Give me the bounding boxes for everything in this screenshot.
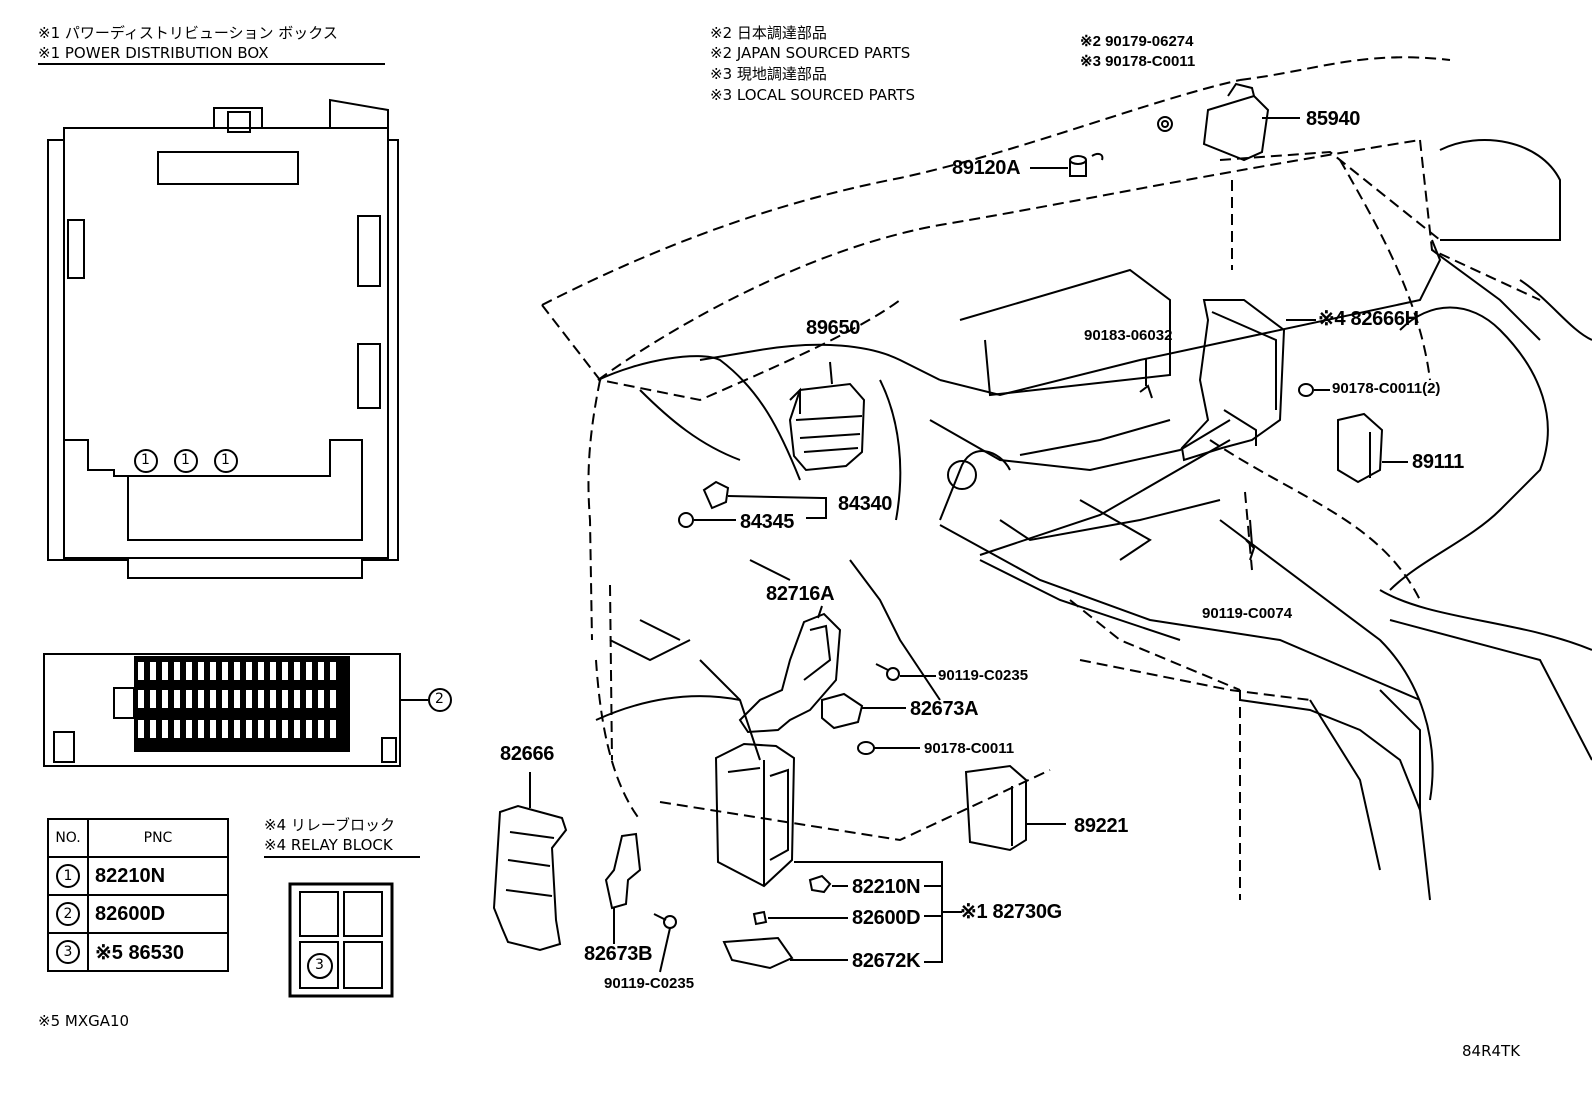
relay-block-title-jp: ※4 リレーブロック	[264, 816, 395, 834]
part-82666H-art	[1139, 299, 1330, 561]
part-label-82600D[interactable]: 82600D	[852, 907, 921, 929]
part-label-82672K[interactable]: 82672K	[852, 950, 921, 972]
note-local-jp: ※3 現地調達部品	[710, 65, 827, 83]
instrument-panel-outline	[541, 56, 1541, 900]
part-label-90119-c0074[interactable]: 90119-C0074	[1202, 605, 1293, 622]
pdb-title-en: ※1 POWER DISTRIBUTION BOX	[38, 44, 269, 62]
relay-block-title-en: ※4 RELAY BLOCK	[264, 836, 393, 854]
row-pnc[interactable]: ※5 86530	[87, 932, 229, 972]
part-82716A-art	[738, 605, 842, 734]
row-no: 2	[56, 902, 80, 926]
part-89221-art	[964, 764, 1066, 852]
col-no-header: NO.	[47, 818, 89, 858]
part-label-84340[interactable]: 84340	[838, 493, 893, 515]
table-row: 3 ※5 86530	[47, 932, 229, 972]
part-89650-art	[788, 361, 866, 472]
part-label-90183-06032[interactable]: 90183-06032	[1084, 327, 1173, 344]
table-row: 1 82210N	[47, 856, 229, 896]
part-89120A-art	[1030, 152, 1104, 177]
pdb-marker-1a: 1	[141, 452, 150, 468]
part-85940-art	[1157, 82, 1300, 162]
pdb-fuse-grid	[134, 656, 452, 752]
part-label-82673A[interactable]: 82673A	[910, 698, 979, 720]
pdb-marker-2: 2	[435, 691, 444, 707]
col-pnc-header: PNC	[87, 818, 229, 858]
part-label-82673B[interactable]: 82673B	[584, 943, 653, 965]
part-84340-art	[678, 480, 827, 528]
relay-marker: 3	[315, 957, 324, 973]
part-label-82666H[interactable]: ※4 82666H	[1318, 308, 1419, 330]
instrument-panel-body	[595, 139, 1592, 901]
part-label-82210N[interactable]: 82210N	[852, 876, 921, 898]
pdb-marker-1b: 1	[181, 452, 190, 468]
reference-code: 84R4TK	[1462, 1042, 1521, 1060]
part-label-90178-c0011-mid[interactable]: 90178-C0011	[924, 740, 1015, 757]
part-label-89111[interactable]: 89111	[1412, 451, 1464, 473]
part-82666-art	[492, 772, 568, 952]
pdb-title-jp: ※1 パワーディストリビューション ボックス	[38, 24, 338, 42]
note-japan-en: ※2 JAPAN SOURCED PARTS	[710, 44, 911, 62]
part-label-82666[interactable]: 82666	[500, 743, 555, 765]
part-label-90178-c0011-2[interactable]: 90178-C0011(2)	[1332, 380, 1441, 397]
part-89111-art	[1337, 412, 1408, 484]
pnc-table-header: NO. PNC	[47, 818, 229, 858]
footnote-5: ※5 MXGA10	[38, 1012, 130, 1030]
table-row: 2 82600D	[47, 894, 229, 934]
part-label-82730G[interactable]: ※1 82730G	[960, 901, 1062, 923]
relay-block	[264, 856, 420, 998]
note-japan-jp: ※2 日本調達部品	[710, 24, 827, 42]
part-label-89221[interactable]: 89221	[1074, 815, 1129, 837]
part-label-90119-c0235-upper[interactable]: 90119-C0235	[938, 667, 1029, 684]
row-no: 3	[56, 940, 80, 964]
part-label-90178-c0011-top[interactable]: ※3 90178-C0011	[1080, 53, 1196, 70]
pdb-fuse-markers	[134, 448, 242, 474]
screw-upper-art	[875, 663, 936, 681]
note-local-en: ※3 LOCAL SOURCED PARTS	[710, 86, 915, 104]
part-label-90179-06274[interactable]: ※2 90179-06274	[1080, 33, 1194, 50]
part-82730G-art	[714, 742, 962, 970]
part-label-84345[interactable]: 84345	[740, 511, 795, 533]
part-label-89120A[interactable]: 89120A	[952, 157, 1021, 179]
part-label-85940[interactable]: 85940	[1306, 108, 1361, 130]
pnc-table: NO. PNC 1 82210N 2 82600D 3 ※5 86530	[47, 818, 229, 972]
pdb-front-view	[47, 98, 399, 579]
part-label-90119-c0235-lower[interactable]: 90119-C0235	[604, 975, 695, 992]
row-pnc[interactable]: 82210N	[87, 856, 229, 896]
part-label-82716A[interactable]: 82716A	[766, 583, 835, 605]
row-no: 1	[56, 864, 80, 888]
pdb-marker-1c: 1	[221, 452, 230, 468]
row-pnc[interactable]: 82600D	[87, 894, 229, 934]
relay-marker-circle	[307, 953, 333, 979]
part-82673A-art	[821, 692, 920, 755]
part-82673B-art	[604, 832, 677, 973]
part-label-89650[interactable]: 89650	[806, 317, 861, 339]
